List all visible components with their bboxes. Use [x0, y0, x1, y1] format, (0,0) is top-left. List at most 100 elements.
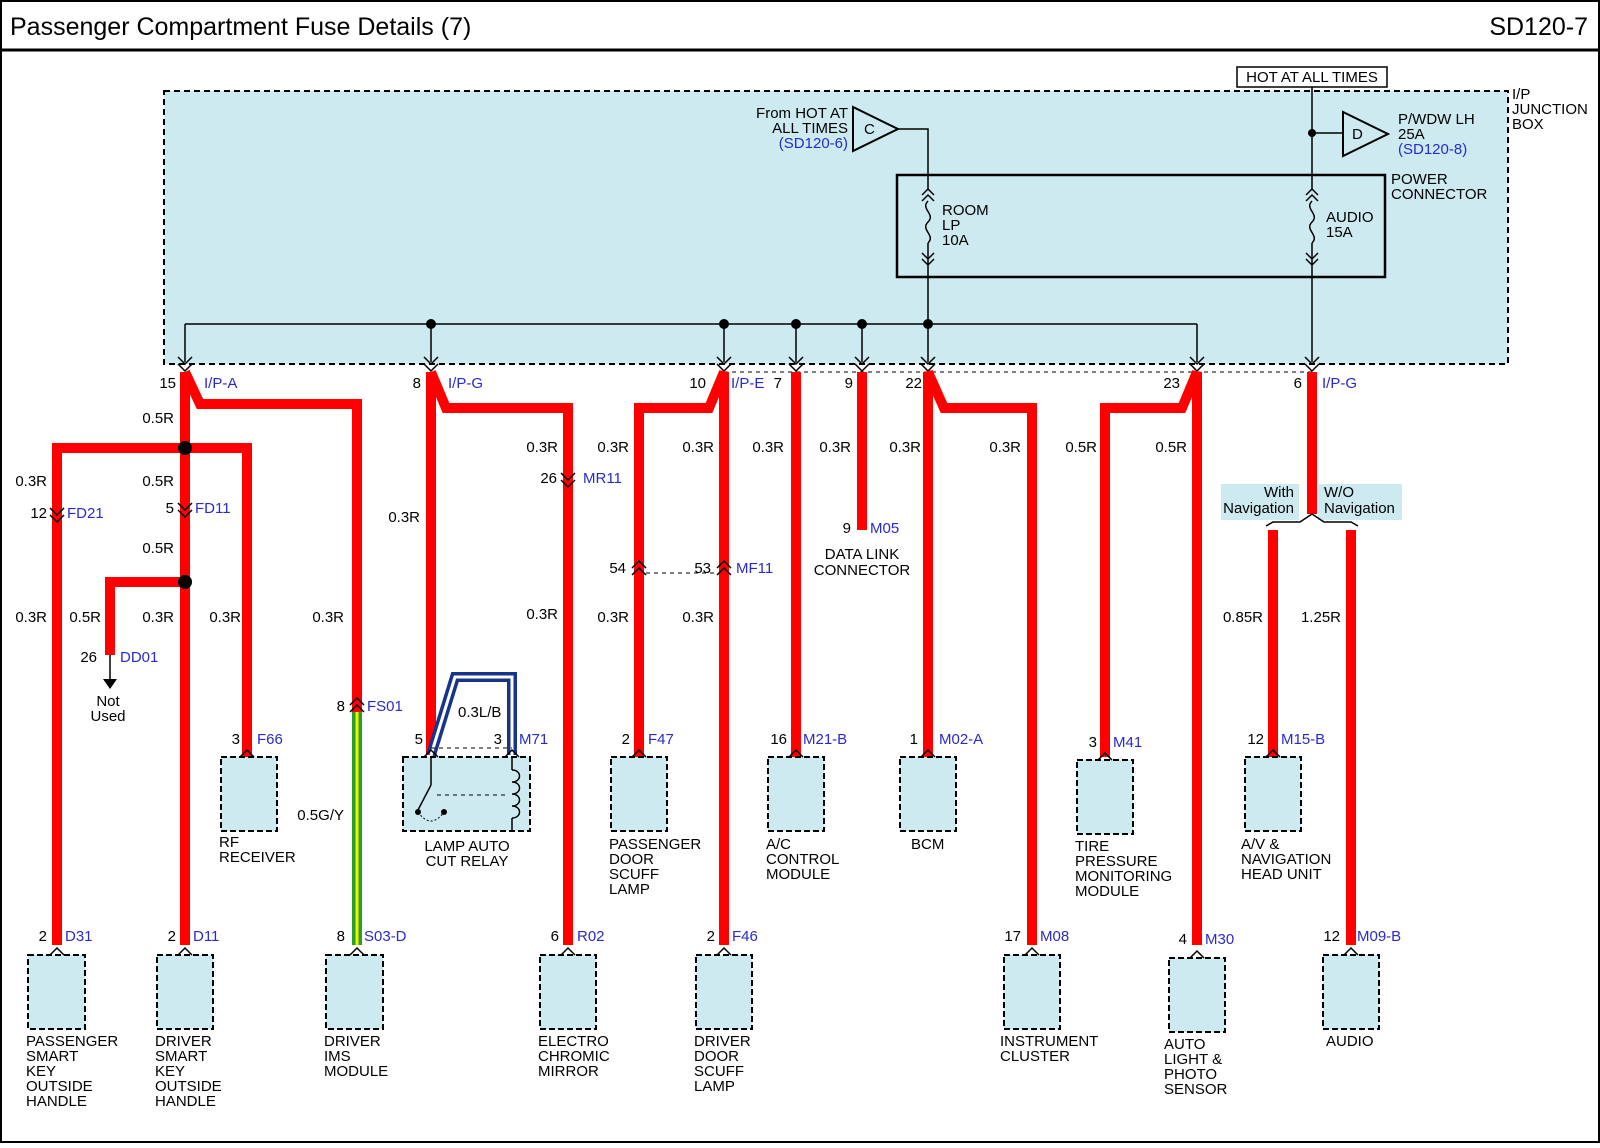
- av-head-unit-label: NAVIGATION: [1241, 851, 1331, 868]
- terminal-pin: 22: [905, 375, 922, 392]
- component-ref: M02-A: [939, 731, 983, 748]
- pin-chevron: [716, 946, 732, 956]
- diagram-code: SD120-7: [1489, 13, 1588, 41]
- passenger-smart-key-label: OUTSIDE: [26, 1078, 93, 1095]
- connector-ref: FS01: [367, 698, 403, 715]
- wire-spec-labels: 0.5R 0.3R 0.5R 0.5R 0.3R 0.5R 0.3R 0.3R …: [15, 410, 1341, 824]
- ac-control-module-label: A/C: [766, 836, 791, 853]
- connector-pin: 12: [30, 505, 47, 522]
- instrument-cluster-label: INSTRUMENT: [1000, 1033, 1098, 1050]
- auto-light-sensor-label: PHOTO: [1164, 1066, 1217, 1083]
- driver-smart-key-outside-handle: [156, 954, 214, 1030]
- junction-box-label: BOX: [1512, 116, 1544, 133]
- svg-text:0.5R: 0.5R: [1065, 439, 1097, 456]
- pin-chevron: [560, 946, 576, 956]
- offpage-letter-c: C: [864, 121, 875, 138]
- component-ref: M08: [1040, 928, 1069, 945]
- component-ref: D31: [65, 928, 93, 945]
- hot-at-all-times-label: HOT AT ALL TIMES: [1246, 69, 1378, 86]
- room-lp-fuse: [921, 187, 935, 267]
- pin-chevron: [349, 946, 365, 956]
- room-lp-fuse-label: 10A: [942, 232, 969, 249]
- component-pin: 4: [1179, 931, 1187, 948]
- red-wires: [52, 369, 1356, 945]
- electro-chromic-mirror-label: MIRROR: [538, 1063, 599, 1080]
- av-head-unit-label: HEAD UNIT: [1241, 866, 1322, 883]
- terminal-pin: 9: [845, 375, 853, 392]
- with-navigation-label: With: [1264, 484, 1294, 501]
- passenger-smart-key-label: SMART: [26, 1048, 78, 1065]
- component-pin: 12: [1247, 731, 1264, 748]
- driver-door-scuff-lamp-label: SCUFF: [694, 1063, 744, 1080]
- passenger-smart-key-outside-handle: [27, 954, 86, 1030]
- driver-smart-key-label: DRIVER: [155, 1033, 212, 1050]
- svg-text:0.5R: 0.5R: [69, 609, 101, 626]
- ac-control-module-label: MODULE: [766, 866, 830, 883]
- driver-door-scuff-lamp-label: DOOR: [694, 1048, 739, 1065]
- audio-unit: [1322, 954, 1380, 1030]
- connector-ref: M05: [870, 520, 899, 537]
- audio-fuse: [1305, 187, 1319, 267]
- driver-door-scuff-lamp: [695, 954, 753, 1030]
- relay-label: CUT RELAY: [426, 853, 509, 870]
- instrument-cluster-label: CLUSTER: [1000, 1048, 1070, 1065]
- svg-text:0.5G/Y: 0.5G/Y: [297, 807, 344, 824]
- terminal-pin: 6: [1294, 375, 1302, 392]
- driver-smart-key-label: SMART: [155, 1048, 207, 1065]
- not-used-label: Used: [90, 708, 125, 725]
- tpms-label: PRESSURE: [1075, 853, 1158, 870]
- without-navigation-tag: [1318, 484, 1402, 520]
- pwdw-label: 25A: [1398, 126, 1425, 143]
- passenger-door-scuff-lamp-label: PASSENGER: [609, 836, 701, 853]
- offpage-letter-d: D: [1352, 126, 1363, 143]
- offpage-connector-c: [852, 105, 901, 153]
- svg-text:1.25R: 1.25R: [1301, 609, 1341, 626]
- svg-text:0.3R: 0.3R: [682, 609, 714, 626]
- connector-pin: 26: [80, 649, 97, 666]
- connector-ref: MR11: [583, 470, 622, 487]
- pin-chevron: [920, 748, 936, 758]
- component-ref: R02: [577, 928, 605, 945]
- component-pin: 3: [232, 731, 240, 748]
- svg-text:0.3R: 0.3R: [209, 609, 241, 626]
- with-navigation-label: Navigation: [1223, 500, 1294, 517]
- terminal-pin: 23: [1163, 375, 1180, 392]
- room-lp-fuse-label: LP: [942, 217, 960, 234]
- av-head-unit-label: A/V &: [1241, 836, 1279, 853]
- component-pin: 8: [337, 928, 345, 945]
- pin-chevron: [423, 748, 439, 758]
- ac-control-module-label: CONTROL: [766, 851, 839, 868]
- terminal-chevrons: [177, 356, 1320, 373]
- connector-ref: MF11: [736, 560, 773, 577]
- tpms-label: MONITORING: [1075, 868, 1172, 885]
- pin-chevron: [1024, 946, 1040, 956]
- component-pin: 2: [622, 731, 630, 748]
- audio-fuse-label: 15A: [1326, 224, 1353, 241]
- passenger-smart-key-label: PASSENGER: [26, 1033, 118, 1050]
- not-used-label: Not: [96, 693, 120, 710]
- connector-pin: 5: [166, 500, 174, 517]
- av-navigation-head-unit: [1244, 756, 1302, 832]
- pin-chevron: [1265, 748, 1281, 758]
- component-ref: M30: [1205, 931, 1234, 948]
- svg-text:0.3R: 0.3R: [889, 439, 921, 456]
- terminal-ref: I/P-A: [204, 375, 237, 392]
- offpage-connector-d: [1342, 110, 1391, 158]
- driver-ims-label: DRIVER: [324, 1033, 381, 1050]
- svg-text:0.85R: 0.85R: [1223, 609, 1263, 626]
- driver-door-scuff-lamp-label: LAMP: [694, 1078, 735, 1095]
- bcm: [899, 756, 957, 832]
- svg-text:0.3R: 0.3R: [597, 609, 629, 626]
- pwdw-label: P/WDW LH: [1398, 111, 1475, 128]
- lamp-auto-cut-relay: [402, 756, 531, 832]
- svg-text:0.3R: 0.3R: [989, 439, 1021, 456]
- tire-pressure-monitoring-module: [1076, 759, 1134, 835]
- passenger-smart-key-label: KEY: [26, 1063, 56, 1080]
- driver-ims-label: IMS: [324, 1048, 351, 1065]
- light-blue-wire: [426, 672, 517, 757]
- not-used-arrow: [103, 679, 117, 689]
- junction-box-label: JUNCTION: [1512, 101, 1588, 118]
- pwdw-ref: (SD120-8): [1398, 141, 1467, 158]
